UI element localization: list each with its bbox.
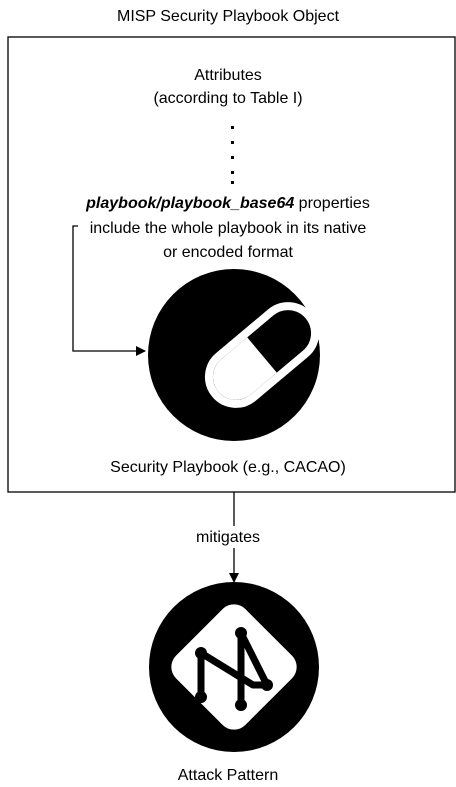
- pill-icon: [148, 269, 320, 441]
- playbook-note-line1: playbook/playbook_base64 properties: [0, 194, 456, 214]
- ellipsis-dot: [231, 181, 234, 184]
- pill-icon-capsule: [204, 302, 320, 408]
- ellipsis-dot: [231, 156, 234, 159]
- playbook-note-line3: or encoded format: [163, 244, 293, 261]
- playbook-note-properties: properties: [294, 195, 370, 212]
- object-container: [7, 36, 456, 493]
- attack-pattern-icon-node: [195, 647, 207, 659]
- playbook-property-name: playbook/playbook_base64: [86, 195, 295, 212]
- ellipsis-dot: [231, 126, 234, 129]
- attack-pattern-icon-node: [261, 679, 273, 691]
- pill-icon-half: [212, 337, 277, 400]
- attack-pattern-icon-node: [195, 691, 207, 703]
- ellipsis-dots: [231, 126, 234, 184]
- attributes-heading: Attributes: [194, 67, 262, 84]
- playbook-label: Security Playbook (e.g., CACAO): [110, 459, 346, 476]
- attributes-subheading: (according to Table I): [153, 90, 303, 107]
- attack-pattern-icon-node: [235, 699, 247, 711]
- ellipsis-dot: [231, 141, 234, 144]
- object-title: MISP Security Playbook Object: [116, 8, 340, 25]
- playbook-note-line2: include the whole playbook in its native: [89, 220, 367, 237]
- attack-pattern-icon: [149, 582, 319, 752]
- note-connector-arrow: [72, 225, 146, 356]
- ellipsis-dot: [231, 171, 234, 174]
- attack-pattern-icon-node: [235, 627, 247, 639]
- relation-label: mitigates: [195, 529, 261, 546]
- attack-pattern-label: Attack Pattern: [177, 767, 279, 784]
- attack-pattern-icon-path: [197, 629, 271, 709]
